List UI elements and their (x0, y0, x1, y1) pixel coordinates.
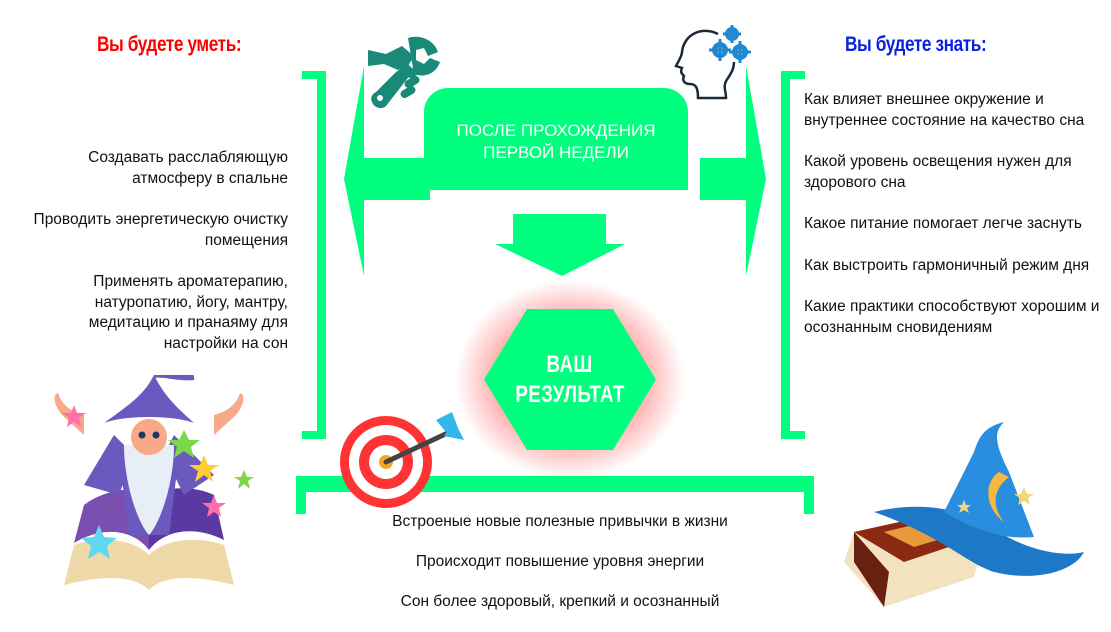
knowledge-item: Какое питание помогает легче заснуть (804, 215, 1082, 232)
skill-item: Проводить энергетическую очистку помещен… (33, 211, 288, 249)
right-heading: Вы будете знать: (845, 33, 987, 56)
wizard-book-illustration (54, 375, 254, 590)
knowledge-list: Как влияет внешнее окружение и внутренне… (804, 90, 1109, 359)
skill-item: Создавать расслабляющую атмосферу в спал… (88, 149, 288, 187)
left-bracket-top (302, 71, 326, 79)
head-gears-icon (674, 25, 751, 100)
knowledge-item: Как влияет внешнее окружение и внутренне… (804, 91, 1085, 129)
right-bracket-vertical (781, 71, 790, 439)
knowledge-item: Какой уровень освещения нужен для здоров… (804, 153, 1072, 191)
stage-box: ПОСЛЕ ПРОХОЖДЕНИЯ ПЕРВОЙ НЕДЕЛИ (424, 88, 688, 190)
skill-item: Применять ароматерапию, натуропатию, йог… (88, 273, 288, 352)
right-bracket-top (781, 71, 805, 79)
left-arrow (344, 66, 430, 276)
results-list: Встроеные новые полезные привычки в жизн… (300, 512, 820, 632)
left-heading: Вы будете уметь: (97, 33, 242, 56)
bottom-bracket-left (296, 476, 306, 514)
result-item: Сон более здоровый, крепкий и осознанный (400, 593, 720, 610)
right-arrow (700, 66, 766, 276)
left-bracket-bottom (302, 431, 326, 439)
result-line2: РЕЗУЛЬТАТ (515, 380, 625, 408)
wizard-hat-book-illustration (844, 422, 1084, 607)
knowledge-item: Как выстроить гармоничный режим дня (804, 256, 1090, 274)
result-line1: ВАШ (546, 350, 594, 378)
left-bracket-vertical (317, 71, 326, 439)
target-arrow-icon (340, 412, 464, 508)
stage-box-line1: ПОСЛЕ ПРОХОЖДЕНИЯ (456, 121, 656, 140)
right-bracket-bottom (781, 431, 805, 439)
stage-box-line2: ПЕРВОЙ НЕДЕЛИ (483, 143, 629, 162)
bottom-bracket-right (804, 476, 814, 514)
wrench-hand-icon (368, 36, 440, 109)
result-hexagon: ВАШ РЕЗУЛЬТАТ (454, 279, 686, 480)
result-item: Встроеные новые полезные привычки в жизн… (392, 513, 728, 530)
result-item: Происходит повышение уровня энергии (415, 553, 705, 570)
knowledge-item: Какие практики способствуют хорошим и ос… (804, 298, 1100, 336)
down-arrow (495, 214, 625, 276)
skills-list: Создавать расслабляющую атмосферу в спал… (30, 148, 288, 375)
